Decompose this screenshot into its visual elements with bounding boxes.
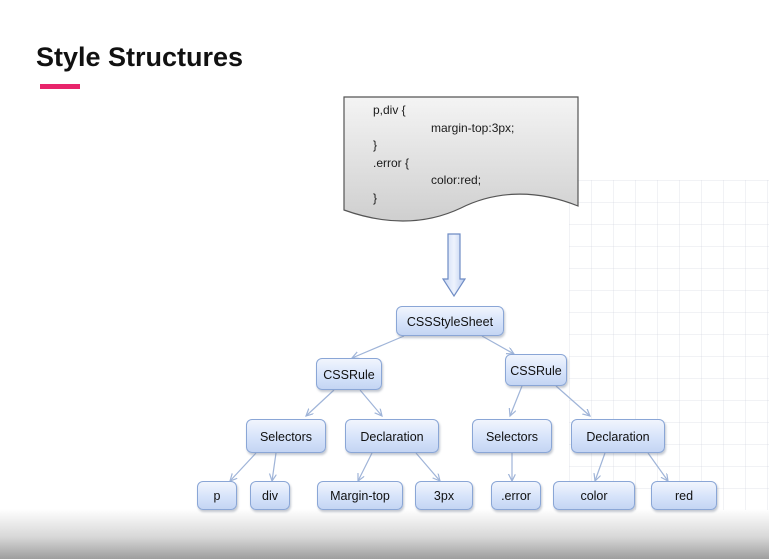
edge-root-rule1 [352,335,405,358]
bottom-shade [0,509,769,559]
node-leaf-p: p [197,481,237,510]
css-source-document: p,div { margin-top:3px;} .error { color:red… [343,96,579,222]
code-line: margin-top:3px; [431,120,515,135]
node-leaf-error: .error [491,481,541,510]
code-line: } [373,138,378,152]
code-line: } [373,190,378,205]
node-cssstylesheet: CSSStyleSheet [396,306,504,336]
node-leaf-color: color [553,481,635,510]
edge-declaration-margintop [358,452,373,481]
edge-rule1-selectors [306,389,335,416]
node-selectors-1: Selectors [246,419,326,453]
css-code-lines: p,div { margin-top:3px;} .error { color:red… [373,102,514,207]
node-cssrule-2: CSSRule [505,354,567,386]
node-leaf-div: div [250,481,290,510]
node-leaf-3px: 3px [415,481,473,510]
node-leaf-margin-top: Margin-top [317,481,403,510]
edge-rule2-selectors [510,385,523,416]
edge-selectors-p [230,452,257,481]
node-declaration-1: Declaration [345,419,439,453]
down-arrow-icon [442,233,466,297]
edge-declaration-color [595,452,606,481]
edge-rule2-declaration [555,385,590,416]
code-line: p,div { [373,103,406,117]
edge-declaration-red [647,452,668,481]
node-selectors-2: Selectors [472,419,552,453]
node-cssrule-1: CSSRule [316,358,382,390]
code-line: color:red; [431,173,482,187]
title-accent-bar [40,84,80,89]
edge-declaration-3px [415,452,440,481]
edge-rule1-declaration [359,389,382,416]
background-grid [569,180,769,510]
edge-selectors-div [272,452,277,481]
slide-title: Style Structures [36,42,244,72]
document-shape [343,96,579,222]
node-declaration-2: Declaration [571,419,665,453]
code-line: .error { [373,155,410,170]
edge-root-rule2 [481,335,514,354]
node-leaf-red: red [651,481,717,510]
